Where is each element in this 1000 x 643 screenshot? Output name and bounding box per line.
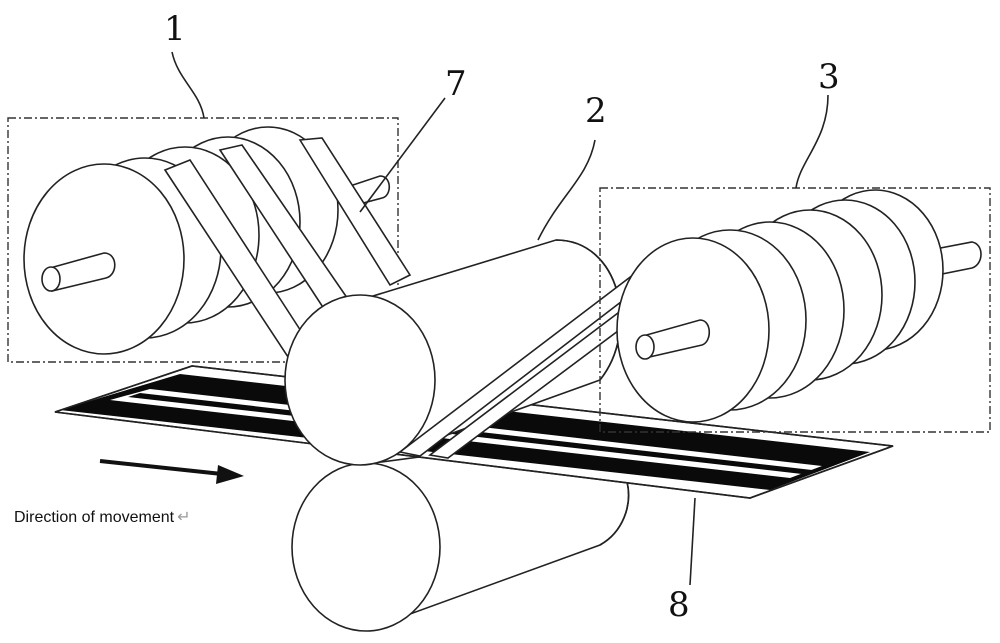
- right-unit-dashed-box: [599, 187, 991, 433]
- label-2: 2: [585, 91, 607, 131]
- direction-arrow: [99, 459, 244, 484]
- bottom-roller: [291, 437, 630, 632]
- main-roller: [284, 239, 622, 466]
- label-7: 7: [445, 64, 467, 104]
- right-unwind-unit: [599, 187, 991, 433]
- label-8: 8: [668, 585, 690, 625]
- left-belts: [163, 137, 412, 362]
- label-1: 1: [164, 9, 186, 49]
- direction-caption: Direction of movement↵: [14, 509, 190, 526]
- direction-caption-text: Direction of movement: [14, 509, 175, 526]
- leader-lines: [171, 51, 829, 586]
- left-unit-dashed-box: [7, 117, 399, 363]
- label-3: 3: [818, 57, 840, 97]
- return-glyph-icon: ↵: [177, 509, 190, 526]
